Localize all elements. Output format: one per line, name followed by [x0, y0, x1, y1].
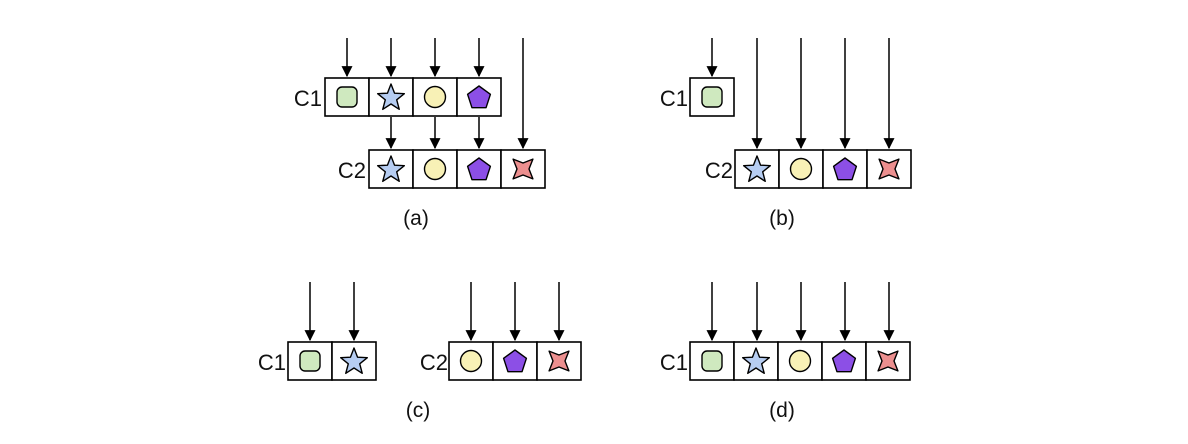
pentagon-icon — [466, 85, 492, 109]
four-point-star-icon — [548, 350, 570, 372]
panel-d: C1 (d) — [660, 282, 911, 422]
cache-row-c1 — [689, 77, 735, 117]
cache-row-c2 — [448, 341, 582, 381]
circle-icon — [423, 157, 447, 181]
panel-caption: (a) — [403, 207, 429, 230]
cache-label: C2 — [705, 158, 733, 183]
star-icon — [741, 347, 771, 375]
four-point-star-icon — [877, 350, 899, 372]
panel-b: C1 C2 (b) — [660, 38, 912, 230]
rounded-square-icon — [299, 350, 321, 372]
panel-caption: (d) — [769, 399, 795, 422]
pentagon-icon — [832, 157, 858, 181]
cache-label: C2 — [420, 350, 448, 375]
panel-caption: (c) — [406, 399, 431, 422]
cache-label: C2 — [338, 158, 366, 183]
panel-a: C1 C2 (a) — [294, 38, 546, 230]
cache-cell — [865, 341, 911, 381]
cache-label: C1 — [294, 86, 322, 111]
cache-label: C1 — [660, 350, 688, 375]
circle-icon — [788, 349, 812, 373]
rounded-square-icon — [701, 86, 723, 108]
circle-icon — [789, 157, 813, 181]
star-icon — [339, 347, 369, 375]
star-icon — [376, 83, 406, 111]
cache-row-c2 — [368, 149, 546, 189]
panel-caption: (b) — [769, 207, 795, 230]
cache-label: C1 — [660, 86, 688, 111]
rounded-square-icon — [701, 350, 723, 372]
rounded-square-icon — [336, 86, 358, 108]
pentagon-icon — [831, 349, 857, 373]
star-icon — [742, 155, 772, 183]
star-icon — [376, 155, 406, 183]
four-point-star-icon — [512, 158, 534, 180]
cache-row-c1 — [689, 341, 911, 381]
cache-row-c1 — [324, 77, 502, 117]
circle-icon — [423, 85, 447, 109]
cache-row-c2 — [734, 149, 912, 189]
cache-label: C1 — [258, 350, 286, 375]
cache-row-c1 — [287, 341, 377, 381]
panel-c: C1 C2 (c) — [258, 282, 582, 422]
four-point-star-icon — [878, 158, 900, 180]
pentagon-icon — [502, 349, 528, 373]
pentagon-icon — [466, 157, 492, 181]
cache-cell — [324, 77, 370, 117]
circle-icon — [459, 349, 483, 373]
